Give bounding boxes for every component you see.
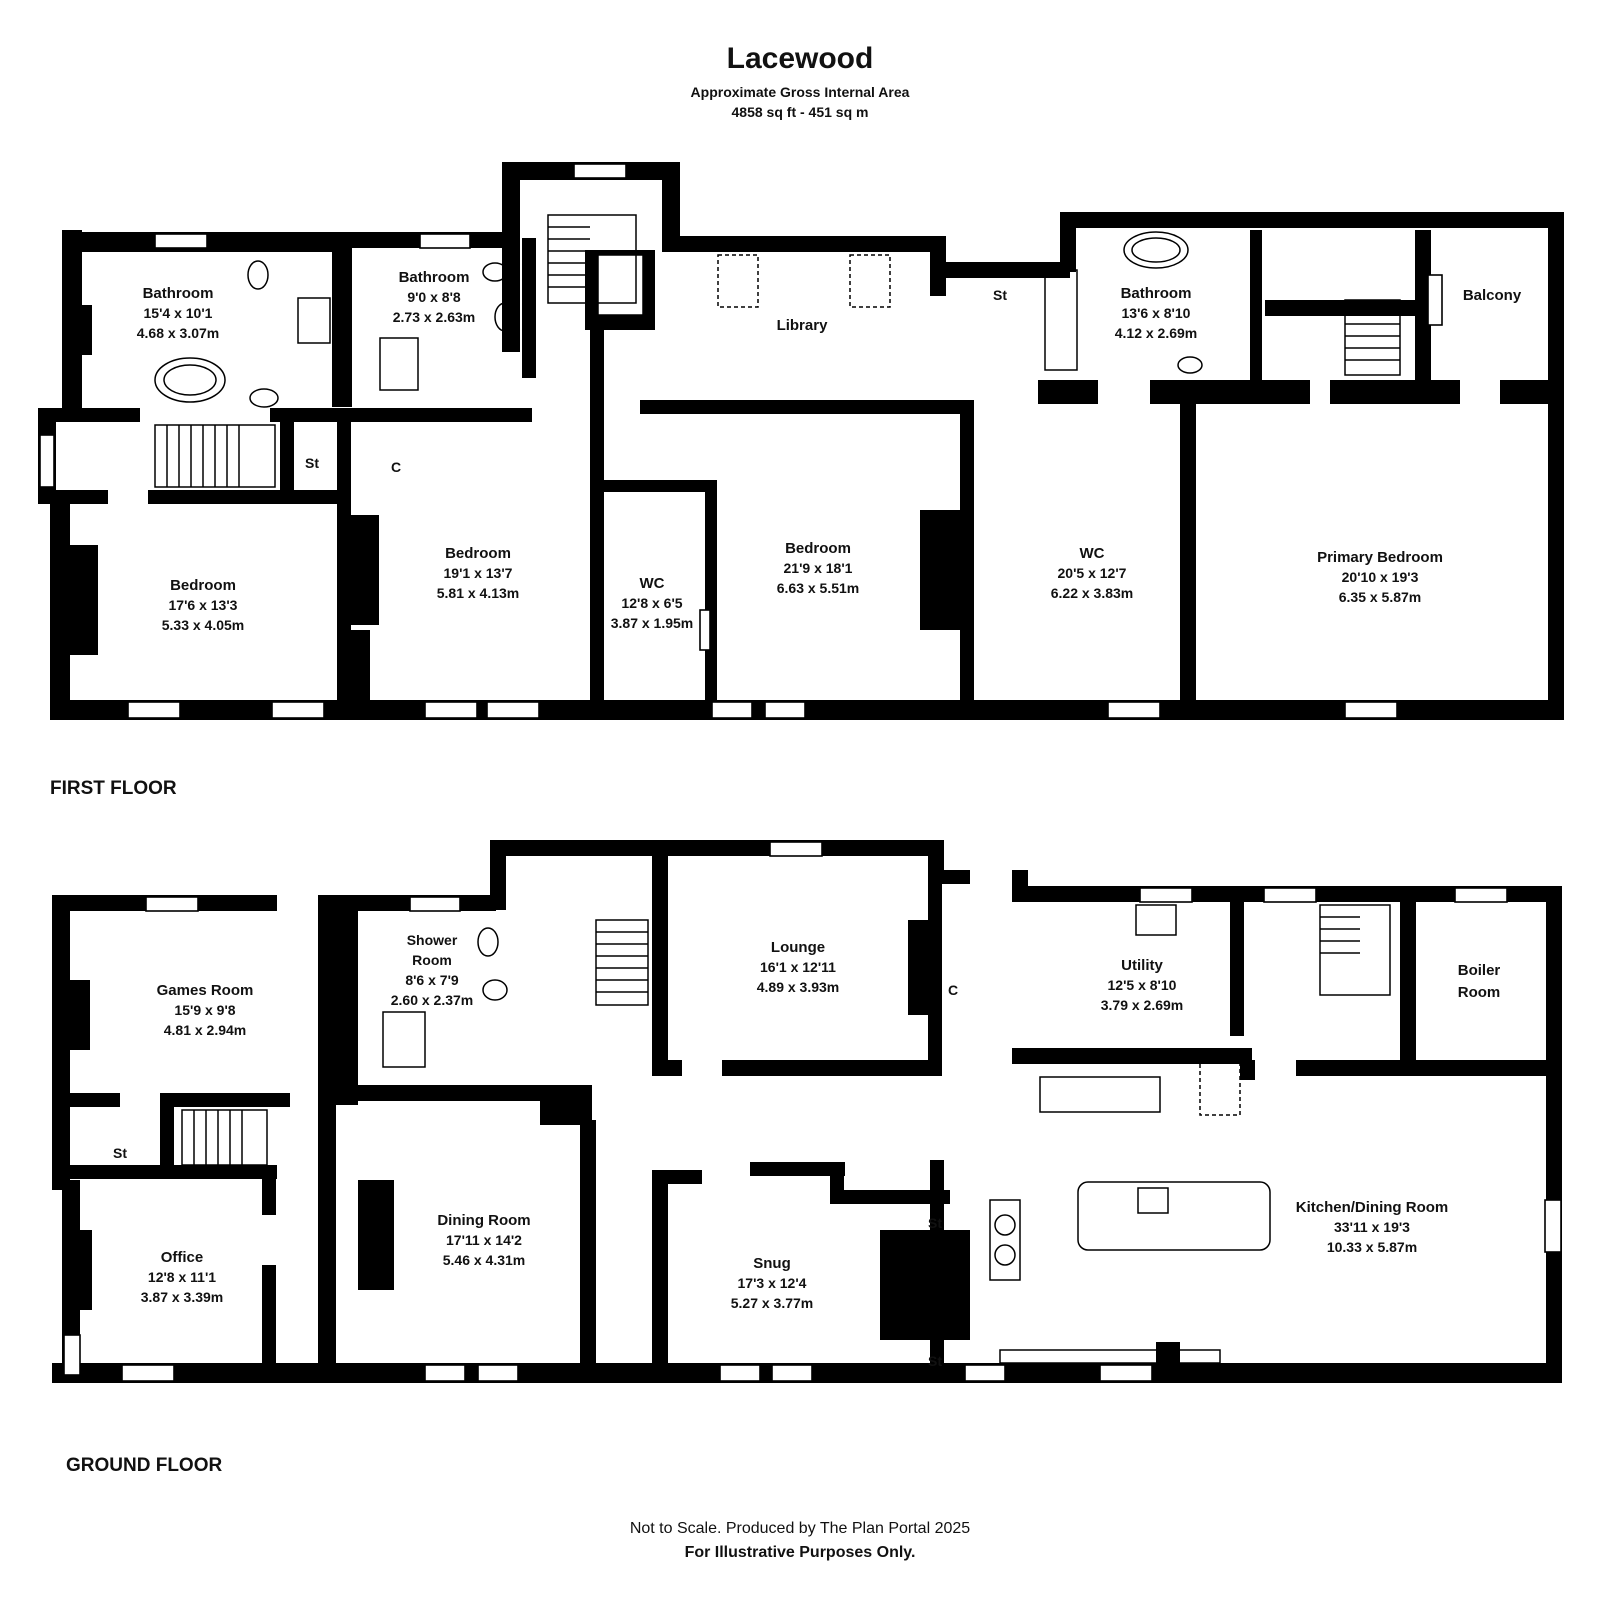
room-gf-cupboard: C bbox=[948, 982, 958, 998]
room-ff-cupboard: C bbox=[391, 459, 401, 475]
svg-text:17'11 x 14'2: 17'11 x 14'2 bbox=[446, 1232, 522, 1248]
room-gf-store-left: St bbox=[113, 1145, 127, 1161]
svg-text:20'5 x 12'7: 20'5 x 12'7 bbox=[1058, 565, 1127, 581]
area-caption: Approximate Gross Internal Area bbox=[690, 84, 910, 100]
svg-text:5.81 x 4.13m: 5.81 x 4.13m bbox=[437, 585, 520, 601]
ground-floor-label: GROUND FLOOR bbox=[66, 1455, 223, 1476]
svg-text:2.60 x 2.37m: 2.60 x 2.37m bbox=[391, 992, 474, 1008]
svg-text:4.89 x 3.93m: 4.89 x 3.93m bbox=[757, 979, 840, 995]
svg-text:4.81 x 2.94m: 4.81 x 2.94m bbox=[164, 1022, 247, 1038]
svg-text:WC: WC bbox=[640, 575, 665, 592]
room-ff-bedroom-1: Bedroom 17'6 x 13'3 5.33 x 4.05m bbox=[162, 577, 245, 633]
room-ff-store-left: St bbox=[305, 455, 319, 471]
plan-title: Lacewood bbox=[726, 42, 874, 75]
svg-text:10.33 x 5.87m: 10.33 x 5.87m bbox=[1327, 1239, 1417, 1255]
svg-text:Room: Room bbox=[1458, 984, 1501, 1001]
svg-text:17'6 x 13'3: 17'6 x 13'3 bbox=[169, 597, 238, 613]
room-ff-store-top: St bbox=[993, 287, 1007, 303]
svg-text:3.79 x 2.69m: 3.79 x 2.69m bbox=[1101, 997, 1184, 1013]
room-utility: Utility 12'5 x 8'10 3.79 x 2.69m bbox=[1101, 957, 1184, 1013]
svg-text:20'10 x 19'3: 20'10 x 19'3 bbox=[1342, 569, 1419, 585]
svg-text:12'8 x 11'1: 12'8 x 11'1 bbox=[148, 1269, 216, 1285]
svg-text:Dining Room: Dining Room bbox=[437, 1212, 530, 1229]
first-floor-label: FIRST FLOOR bbox=[50, 778, 177, 799]
svg-text:Bathroom: Bathroom bbox=[1121, 285, 1192, 302]
room-ff-wc-1: WC 12'8 x 6'5 3.87 x 1.95m bbox=[611, 575, 694, 631]
room-ff-bathroom-2: Bathroom 9'0 x 8'8 2.73 x 2.63m bbox=[393, 269, 476, 325]
svg-text:2.73 x 2.63m: 2.73 x 2.63m bbox=[393, 309, 476, 325]
room-balcony: Balcony bbox=[1463, 287, 1522, 304]
room-ff-bathroom-3: Bathroom 13'6 x 8'10 4.12 x 2.69m bbox=[1115, 285, 1198, 341]
svg-text:33'11 x 19'3: 33'11 x 19'3 bbox=[1334, 1219, 1410, 1235]
svg-text:6.63 x 5.51m: 6.63 x 5.51m bbox=[777, 580, 860, 596]
room-office: Office 12'8 x 11'1 3.87 x 3.39m bbox=[141, 1249, 224, 1305]
svg-text:15'4 x 10'1: 15'4 x 10'1 bbox=[144, 305, 213, 321]
svg-text:8'6 x 7'9: 8'6 x 7'9 bbox=[405, 972, 459, 988]
ground-floor-plan bbox=[52, 840, 1562, 1383]
svg-text:Games Room: Games Room bbox=[157, 982, 254, 999]
svg-text:Kitchen/Dining Room: Kitchen/Dining Room bbox=[1296, 1199, 1449, 1216]
svg-text:5.27 x 3.77m: 5.27 x 3.77m bbox=[731, 1295, 814, 1311]
svg-text:Bathroom: Bathroom bbox=[399, 269, 470, 286]
room-snug-store-1: St bbox=[928, 1215, 942, 1231]
svg-text:Room: Room bbox=[412, 952, 452, 968]
first-floor-plan bbox=[38, 162, 1564, 720]
svg-text:WC: WC bbox=[1080, 545, 1105, 562]
room-ff-wc-2: WC 20'5 x 12'7 6.22 x 3.83m bbox=[1051, 545, 1134, 601]
svg-text:6.22 x 3.83m: 6.22 x 3.83m bbox=[1051, 585, 1134, 601]
svg-text:Boiler: Boiler bbox=[1458, 962, 1501, 979]
room-lounge: Lounge 16'1 x 12'11 4.89 x 3.93m bbox=[757, 939, 840, 995]
svg-text:Lounge: Lounge bbox=[771, 939, 825, 956]
area-value: 4858 sq ft - 451 sq m bbox=[731, 104, 869, 120]
room-snug: Snug 17'3 x 12'4 5.27 x 3.77m bbox=[731, 1255, 814, 1311]
svg-text:Primary Bedroom: Primary Bedroom bbox=[1317, 549, 1443, 566]
room-boiler-room: Boiler Room bbox=[1458, 962, 1501, 1001]
room-ff-bedroom-2: Bedroom 19'1 x 13'7 5.81 x 4.13m bbox=[437, 545, 520, 601]
room-kitchen-dining: Kitchen/Dining Room 33'11 x 19'3 10.33 x… bbox=[1296, 1199, 1449, 1255]
svg-text:12'5 x 8'10: 12'5 x 8'10 bbox=[1108, 977, 1177, 993]
svg-text:3.87 x 3.39m: 3.87 x 3.39m bbox=[141, 1289, 224, 1305]
svg-text:6.35 x 5.87m: 6.35 x 5.87m bbox=[1339, 589, 1422, 605]
svg-text:13'6 x 8'10: 13'6 x 8'10 bbox=[1122, 305, 1191, 321]
svg-text:Office: Office bbox=[161, 1249, 204, 1266]
room-snug-store-2: St bbox=[928, 1353, 942, 1369]
svg-text:Shower: Shower bbox=[407, 932, 458, 948]
svg-text:9'0 x 8'8: 9'0 x 8'8 bbox=[407, 289, 461, 305]
svg-text:Bathroom: Bathroom bbox=[143, 285, 214, 302]
svg-text:Bedroom: Bedroom bbox=[785, 540, 851, 557]
room-ff-bathroom-1: Bathroom 15'4 x 10'1 4.68 x 3.07m bbox=[137, 285, 220, 341]
svg-text:15'9 x 9'8: 15'9 x 9'8 bbox=[174, 1002, 235, 1018]
room-library: Library bbox=[777, 317, 829, 334]
svg-text:16'1 x 12'11: 16'1 x 12'11 bbox=[760, 959, 836, 975]
svg-text:Bedroom: Bedroom bbox=[445, 545, 511, 562]
svg-text:4.68 x 3.07m: 4.68 x 3.07m bbox=[137, 325, 220, 341]
room-games-room: Games Room 15'9 x 9'8 4.81 x 2.94m bbox=[157, 982, 254, 1038]
svg-text:12'8 x 6'5: 12'8 x 6'5 bbox=[621, 595, 682, 611]
footer-illustrative: For Illustrative Purposes Only. bbox=[684, 1544, 916, 1561]
svg-text:21'9 x 18'1: 21'9 x 18'1 bbox=[784, 560, 853, 576]
svg-text:Utility: Utility bbox=[1121, 957, 1163, 974]
svg-text:5.46 x 4.31m: 5.46 x 4.31m bbox=[443, 1252, 526, 1268]
svg-text:5.33 x 4.05m: 5.33 x 4.05m bbox=[162, 617, 245, 633]
footer-disclaimer: Not to Scale. Produced by The Plan Porta… bbox=[629, 1520, 971, 1537]
svg-text:17'3 x 12'4: 17'3 x 12'4 bbox=[738, 1275, 807, 1291]
room-shower-room: Shower Room 8'6 x 7'9 2.60 x 2.37m bbox=[391, 932, 474, 1008]
room-primary-bedroom: Primary Bedroom 20'10 x 19'3 6.35 x 5.87… bbox=[1317, 549, 1443, 605]
svg-text:3.87 x 1.95m: 3.87 x 1.95m bbox=[611, 615, 694, 631]
svg-text:Snug: Snug bbox=[753, 1255, 791, 1272]
svg-text:Bedroom: Bedroom bbox=[170, 577, 236, 594]
room-ff-bedroom-3: Bedroom 21'9 x 18'1 6.63 x 5.51m bbox=[777, 540, 860, 596]
svg-text:19'1 x 13'7: 19'1 x 13'7 bbox=[444, 565, 513, 581]
svg-text:4.12 x 2.69m: 4.12 x 2.69m bbox=[1115, 325, 1198, 341]
room-dining-room: Dining Room 17'11 x 14'2 5.46 x 4.31m bbox=[437, 1212, 530, 1268]
